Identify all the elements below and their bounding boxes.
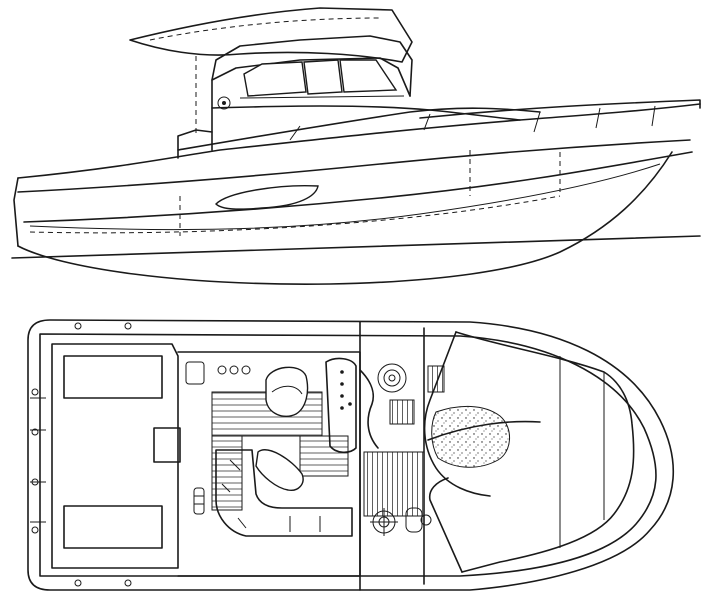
helm-console [325, 357, 357, 454]
emblem-icon [217, 96, 231, 110]
waterline [11, 235, 701, 259]
sheer-line [17, 103, 701, 179]
helm-seat [265, 366, 309, 418]
hull-stripe-upper [17, 139, 691, 193]
center-hatch [153, 427, 181, 463]
berth-infill [431, 405, 510, 468]
fuel-fill-icon [193, 487, 205, 515]
rail-stanchions [533, 105, 656, 133]
hatch-starboard [63, 505, 163, 549]
hull-stripe-lower [23, 151, 693, 223]
deck-outline [27, 319, 675, 591]
hull-window [215, 184, 319, 210]
v-berth [455, 331, 635, 573]
dinette-seat [215, 449, 353, 537]
deck-fittings [31, 322, 132, 587]
cabin-window-1 [243, 61, 307, 97]
sink-icon [185, 361, 205, 385]
hatch-port [63, 355, 163, 399]
plan-view [27, 319, 675, 591]
cockpit-coaming [51, 343, 179, 569]
profile-view [11, 7, 701, 285]
cabin-window-3 [339, 59, 398, 93]
transom [13, 177, 19, 247]
bow-rail [419, 99, 701, 119]
hull-bottom [17, 151, 673, 285]
dinette-table [255, 449, 304, 491]
companionway-steps [363, 451, 425, 517]
toilet-icon [377, 363, 407, 393]
cabin-window-2 [303, 59, 343, 95]
hardtop [129, 7, 413, 63]
